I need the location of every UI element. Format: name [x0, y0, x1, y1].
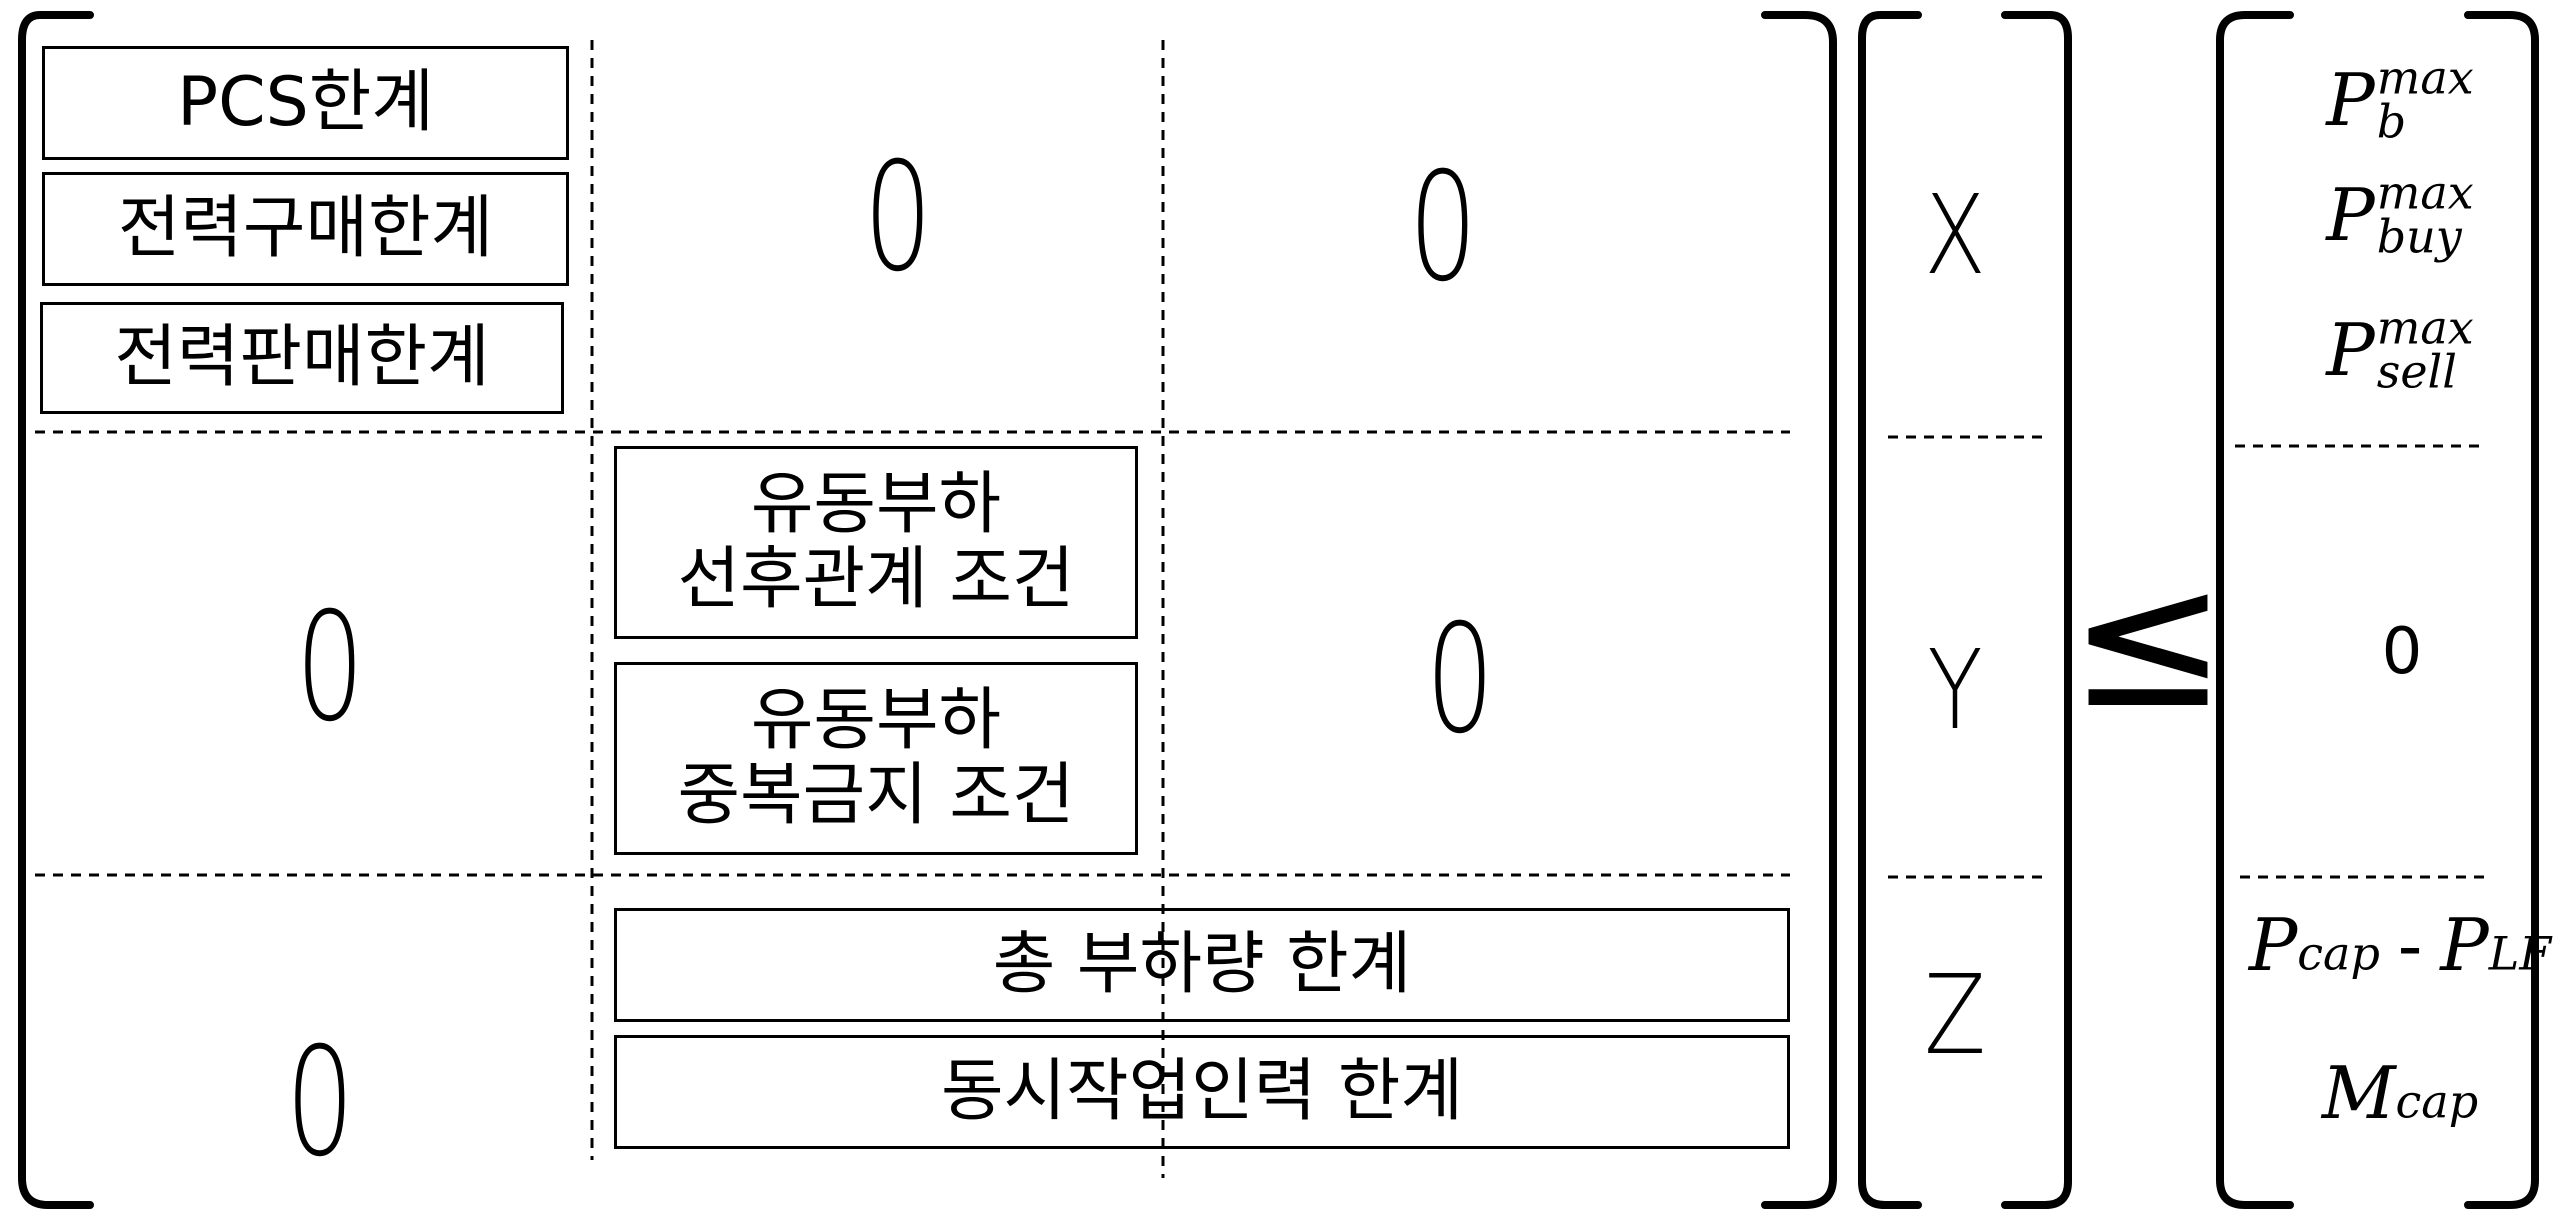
flexible-load-overlap-box: 유동부하 중복금지 조건: [614, 662, 1138, 855]
rhs-zero: 0: [2381, 615, 2423, 689]
vector-y: Y: [1927, 626, 1983, 754]
pcs-limit-box: PCS한계: [42, 46, 569, 160]
pcs-limit-label: PCS한계: [177, 62, 434, 142]
power-sale-limit-label: 전력판매한계: [114, 317, 490, 397]
workforce-limit-box: 동시작업인력 한계: [614, 1035, 1790, 1149]
total-load-limit-label: 총 부하량 한계: [992, 924, 1412, 1004]
vector-left-bracket: [1858, 11, 1922, 1209]
precedence-line1: 유동부하: [750, 464, 1002, 544]
vector-z: Z: [1924, 951, 1986, 1079]
zero-block-r3c1: 0: [285, 1016, 355, 1190]
power-sale-limit-box: 전력판매한계: [40, 302, 564, 414]
zero-block-r2c1: 0: [295, 581, 365, 755]
overlap-line2: 중복금지 조건: [677, 755, 1075, 835]
less-equal-symbol: ≤: [2068, 529, 2228, 750]
rhs-right-bracket: [2464, 11, 2539, 1209]
precedence-line2: 선후관계 조건: [677, 539, 1075, 619]
vector-right-bracket: [2001, 11, 2072, 1209]
rhs-left-bracket: [2216, 11, 2294, 1209]
zero-block-r1c2: 0: [863, 131, 933, 305]
rhs-pcap-minus-plf: Pcap-PLF: [2248, 903, 2552, 987]
zero-block-r1c3: 0: [1408, 141, 1478, 315]
matrix-right-bracket: [1761, 11, 1837, 1209]
flexible-load-precedence-box: 유동부하 선후관계 조건: [614, 446, 1138, 639]
power-purchase-limit-label: 전력구매한계: [117, 188, 494, 268]
total-load-limit-box: 총 부하량 한계: [614, 908, 1790, 1022]
vector-x: X: [1924, 171, 1986, 299]
zero-block-r2c3: 0: [1425, 593, 1495, 767]
rhs-mcap: Mcap: [2321, 1051, 2479, 1135]
workforce-limit-label: 동시작업인력 한계: [940, 1051, 1464, 1131]
power-purchase-limit-box: 전력구매한계: [42, 172, 569, 286]
overlap-line1: 유동부하: [750, 680, 1002, 760]
matrix-left-bracket: [18, 11, 94, 1209]
